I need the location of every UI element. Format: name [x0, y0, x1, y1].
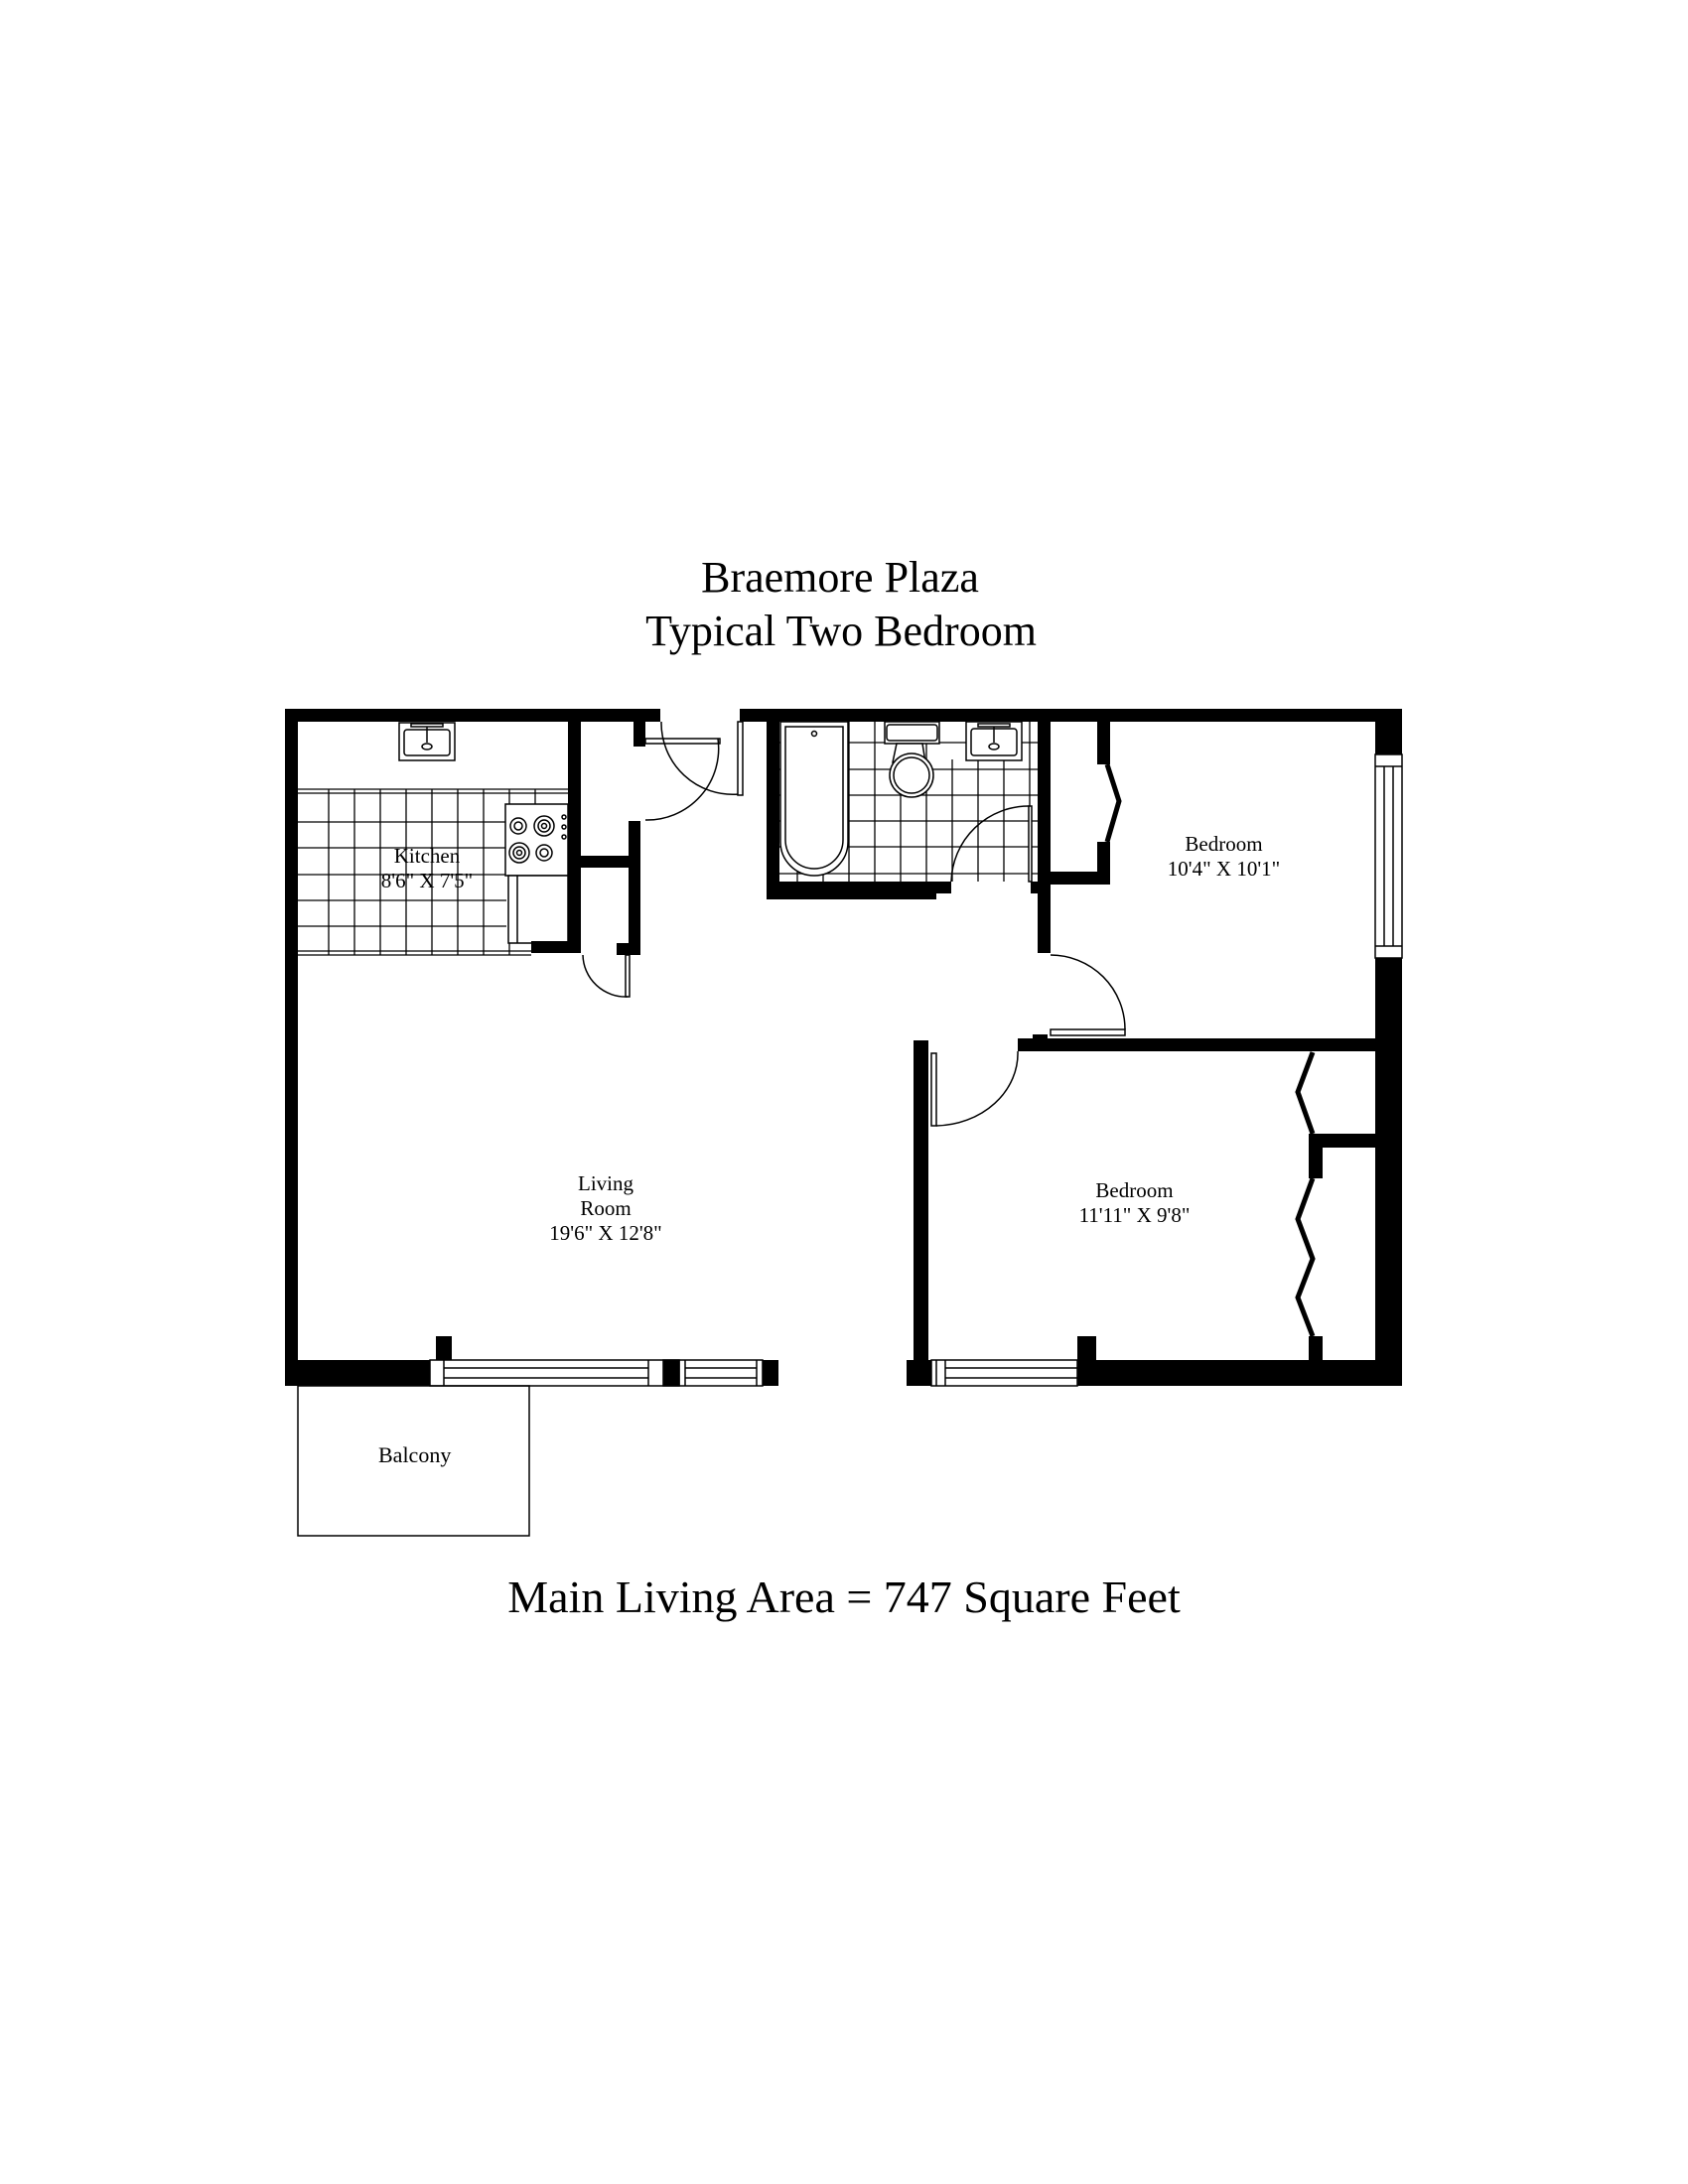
stove-icon — [504, 803, 569, 877]
bedroom-2-label: Bedroom 11'11" X 9'8" — [1062, 1178, 1206, 1228]
door-swings — [582, 721, 1126, 1127]
living-room-dimensions: 19'6" X 12'8" — [549, 1221, 662, 1245]
bedroom-1-dimensions: 10'4" X 10'1" — [1167, 857, 1281, 881]
kitchen-name: Kitchen — [393, 844, 461, 868]
bathtub-icon — [779, 721, 849, 877]
area-summary: Main Living Area = 747 Square Feet — [507, 1571, 1181, 1622]
bedroom-1-label: Bedroom 10'4" X 10'1" — [1152, 832, 1296, 882]
refrigerator-icon — [507, 875, 569, 944]
living-room-label: Living Room 19'6" X 12'8" — [536, 1171, 675, 1246]
balcony-label: Balcony — [378, 1442, 452, 1467]
closet-bifold-doors — [1104, 763, 1316, 1337]
living-room-name-line1: Living — [578, 1171, 633, 1195]
kitchen-label: Kitchen 8'6" X 7'5" — [367, 844, 487, 893]
kitchen-tile-grid — [298, 788, 568, 956]
toilet-icon — [884, 721, 940, 798]
bedroom-1-name: Bedroom — [1185, 832, 1263, 856]
bathroom-sink-icon — [965, 721, 1023, 761]
balcony-outline — [297, 1385, 530, 1537]
unit-type: Typical Two Bedroom — [645, 607, 1037, 655]
building-name: Braemore Plaza — [701, 553, 979, 602]
bedroom-2-dimensions: 11'11" X 9'8" — [1078, 1203, 1191, 1227]
kitchen-dimensions: 8'6" X 7'5" — [380, 869, 474, 892]
bedroom-2-name: Bedroom — [1095, 1178, 1174, 1202]
living-room-name-line2: Room — [580, 1196, 632, 1220]
windows — [429, 753, 1403, 1387]
kitchen-sink-icon — [398, 722, 456, 761]
walls — [285, 709, 1402, 1386]
